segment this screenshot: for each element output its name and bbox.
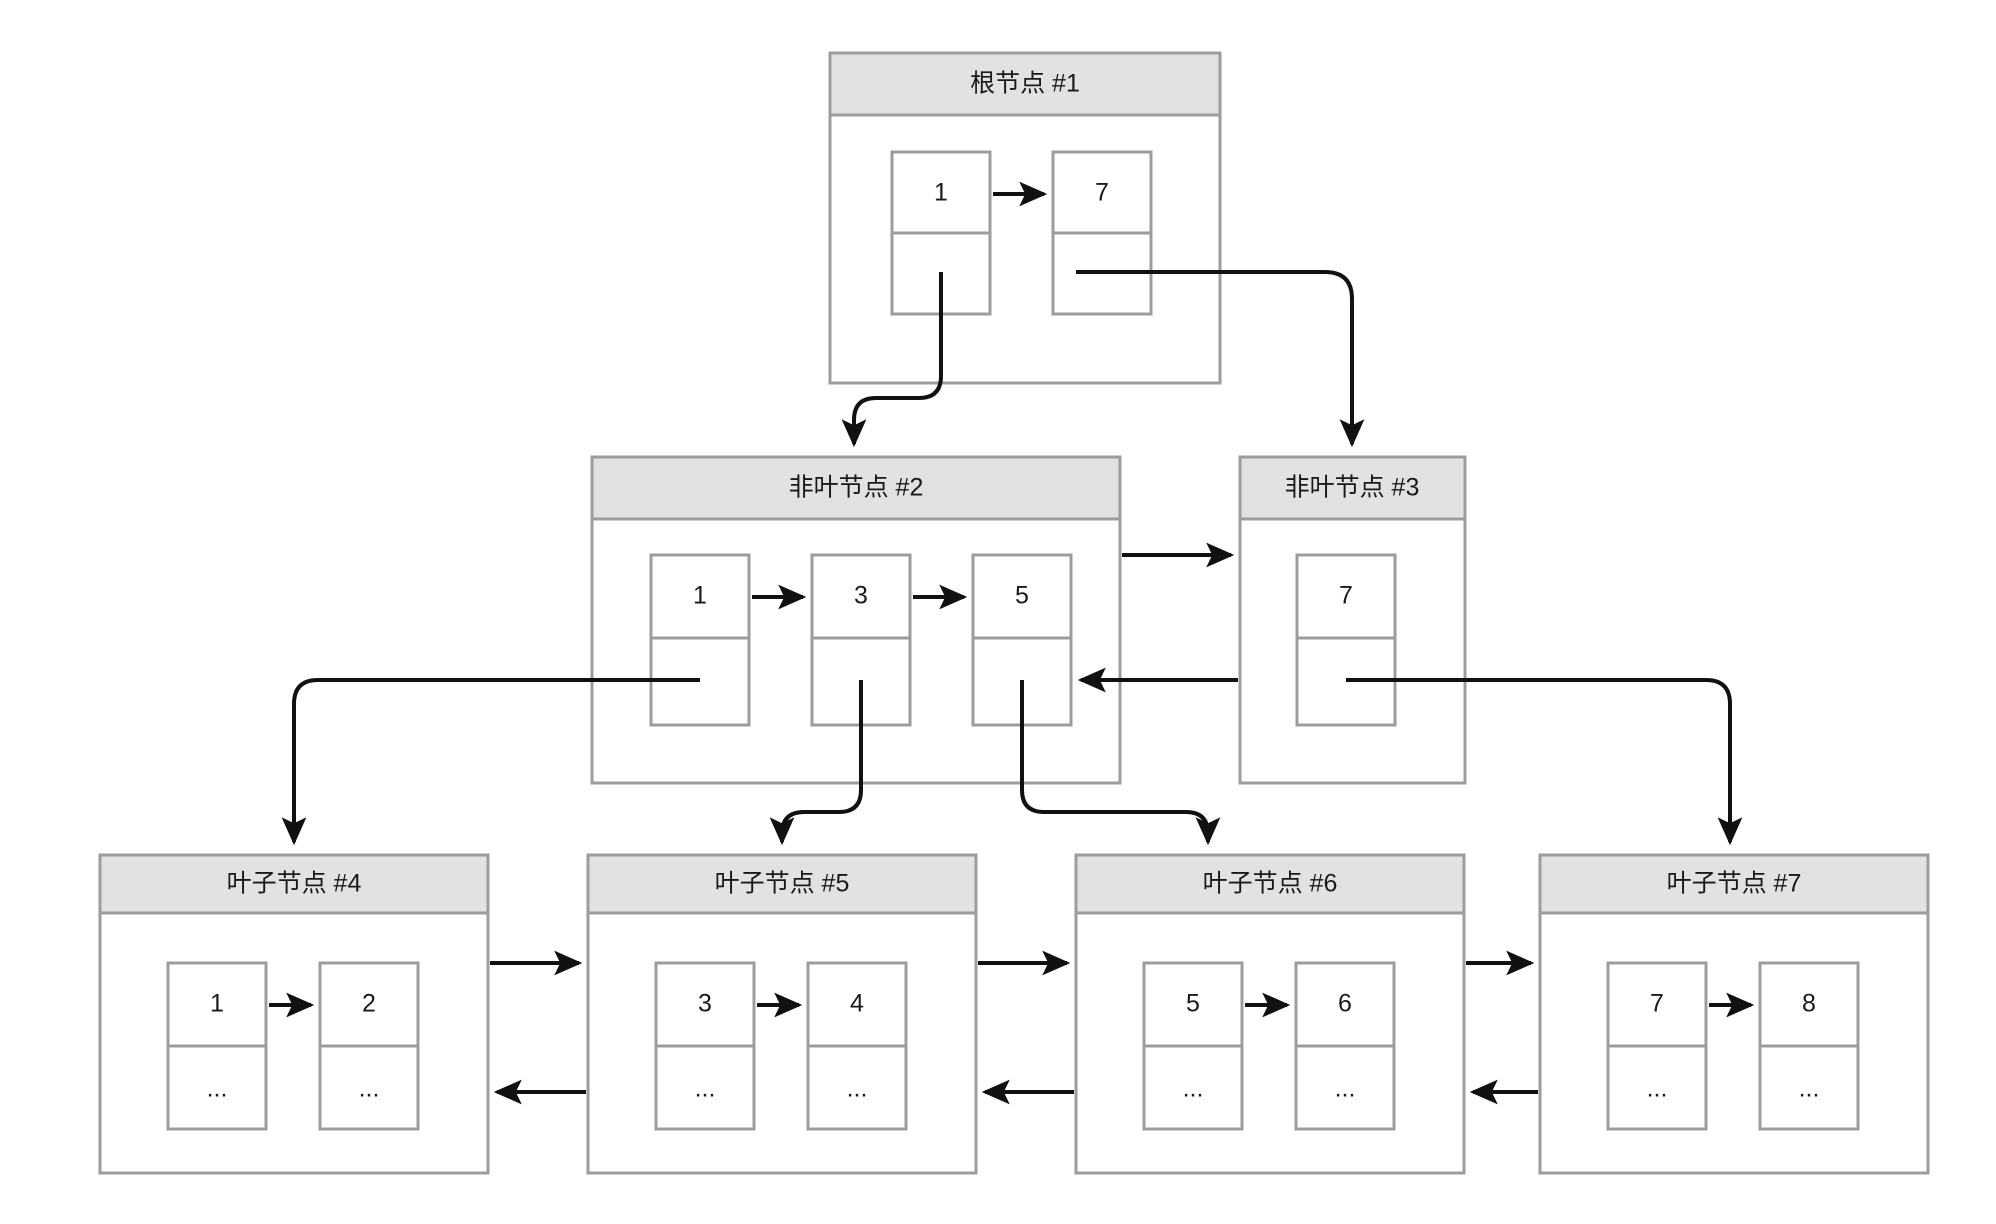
node-leaf-6-header (1074, 853, 1466, 915)
node-internal-3-cell-0-key: 7 (1339, 582, 1353, 610)
node-leaf-5-cell-0-value: ... (695, 1075, 716, 1103)
node-leaf-4-cell-1-key: 2 (362, 990, 376, 1018)
node-internal-3-title: 非叶节点 #3 (1285, 474, 1420, 502)
node-leaf-7[interactable]: 叶子节点 #7 7 ... 8 ... (1538, 853, 1930, 1175)
node-leaf-6-title: 叶子节点 #6 (1203, 870, 1338, 898)
child-pointer-node2cell1-to-leaf4 (281, 678, 700, 846)
node-leaf-4-title: 叶子节点 #4 (227, 870, 362, 898)
node-internal-2-cell-0-key: 1 (693, 582, 707, 610)
node-internal-3-cell-0[interactable]: 7 (1295, 553, 1397, 727)
node-leaf-7-header (1538, 853, 1930, 915)
node-leaf-5-title: 叶子节点 #5 (715, 870, 850, 898)
node-internal-3-cell-0-box (1295, 553, 1397, 727)
node-leaf-4-cell-1-value: ... (359, 1075, 380, 1103)
node-leaf-4-cell-1[interactable]: 2 ... (318, 961, 420, 1131)
node-leaf-5-cell-1-value: ... (847, 1075, 868, 1103)
node-root-1-cell-1[interactable]: 7 (1051, 150, 1153, 316)
node-leaf-5-cell-1[interactable]: 4 ... (806, 961, 908, 1131)
node-leaf-6-cell-0-value: ... (1183, 1075, 1204, 1103)
node-leaf-5[interactable]: 叶子节点 #5 3 ... 4 ... (586, 853, 978, 1175)
node-leaf-7-cell-1-value: ... (1799, 1075, 1820, 1103)
node-internal-2[interactable]: 非叶节点 #2 1 3 5 (590, 455, 1122, 785)
node-internal-2-header (590, 455, 1122, 521)
node-root-1[interactable]: 根节点 #1 1 7 (828, 51, 1222, 385)
node-leaf-6-cell-1-value: ... (1335, 1075, 1356, 1103)
node-leaf-4-header (98, 853, 490, 915)
node-leaf-4-cell-0-key: 1 (210, 990, 224, 1018)
node-root-1-title: 根节点 #1 (970, 70, 1080, 98)
node-leaf-7-cell-1[interactable]: 8 ... (1758, 961, 1860, 1131)
node-leaf-7-title: 叶子节点 #7 (1667, 870, 1802, 898)
child-pointer-node2cell3-to-leaf5 (769, 680, 863, 846)
node-internal-3-header (1238, 455, 1467, 521)
node-leaf-6-cell-0[interactable]: 5 ... (1142, 961, 1244, 1131)
node-leaf-5-header (586, 853, 978, 915)
node-leaf-4[interactable]: 叶子节点 #4 1 ... 2 ... (98, 853, 490, 1175)
node-internal-3[interactable]: 非叶节点 #3 7 (1238, 455, 1467, 785)
node-internal-2-title: 非叶节点 #2 (789, 474, 924, 502)
node-leaf-5-cell-0-key: 3 (698, 990, 712, 1018)
node-internal-2-cell-2-key: 5 (1015, 582, 1029, 610)
node-leaf-6[interactable]: 叶子节点 #6 5 ... 6 ... (1074, 853, 1466, 1175)
node-leaf-6-cell-0-key: 5 (1186, 990, 1200, 1018)
node-leaf-7-cell-1-key: 8 (1802, 990, 1816, 1018)
node-internal-2-cell-0-box (649, 553, 751, 727)
node-leaf-6-cell-1-key: 6 (1338, 990, 1352, 1018)
child-pointer-node2cell5-to-leaf6 (1020, 680, 1221, 846)
node-leaf-5-cell-0[interactable]: 3 ... (654, 961, 756, 1131)
node-leaf-7-cell-0[interactable]: 7 ... (1606, 961, 1708, 1131)
node-leaf-4-cell-0[interactable]: 1 ... (166, 961, 268, 1131)
node-root-1-cell-0[interactable]: 1 (890, 150, 992, 316)
node-leaf-6-cell-1[interactable]: 6 ... (1294, 961, 1396, 1131)
child-pointer-root1-to-node2 (841, 272, 943, 448)
child-pointer-root7-to-node3 (1076, 270, 1365, 448)
node-leaf-4-cell-0-value: ... (207, 1075, 228, 1103)
child-pointer-node3cell7-to-leaf7 (1346, 678, 1743, 846)
node-root-1-cell-0-key: 1 (934, 179, 948, 207)
node-leaf-5-cell-1-key: 4 (850, 990, 864, 1018)
node-internal-2-cell-1-key: 3 (854, 582, 868, 610)
node-internal-2-cell-0[interactable]: 1 (649, 553, 751, 727)
node-leaf-7-cell-0-value: ... (1647, 1075, 1668, 1103)
node-leaf-7-cell-0-key: 7 (1650, 990, 1664, 1018)
node-root-1-cell-1-key: 7 (1095, 179, 1109, 207)
node-root-1-header (828, 51, 1222, 117)
